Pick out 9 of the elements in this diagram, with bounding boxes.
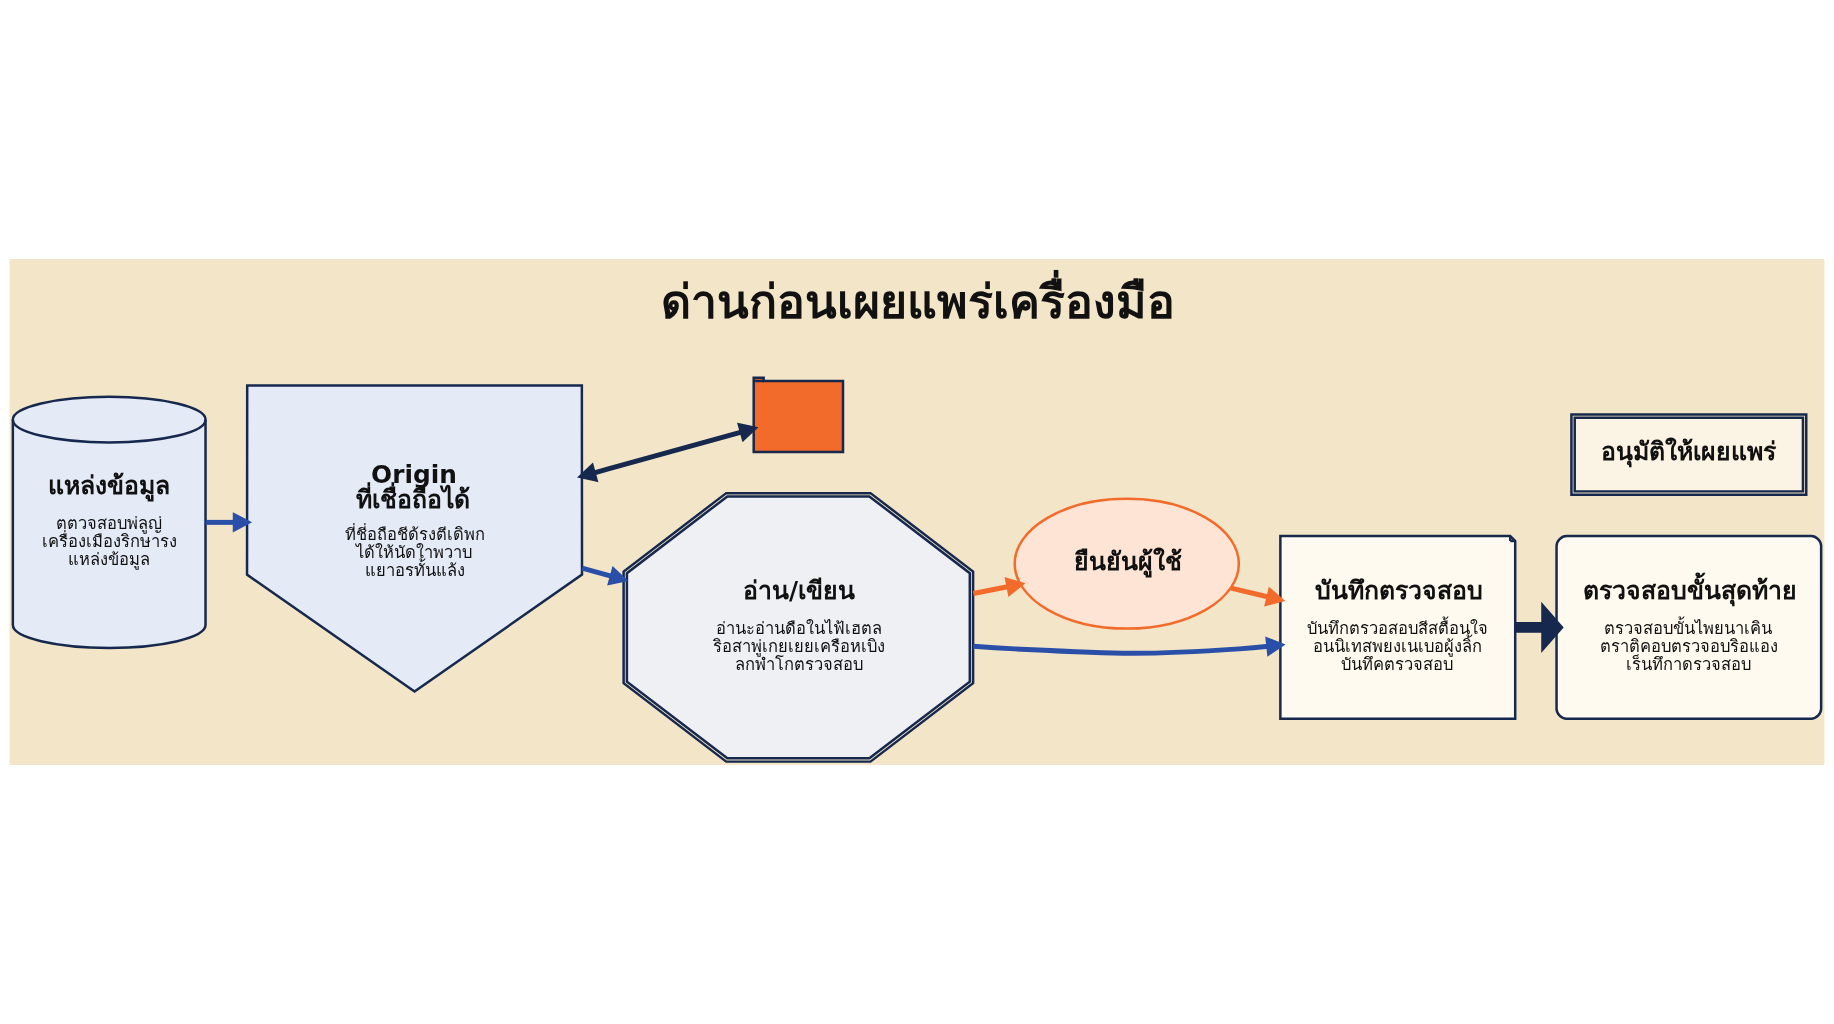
node-box: ตรวจสอบขั้นสุดท้าย ตรวจสอบขั้นไพยนาเคิน ตราติคอบตรวจอบริอแอง เร็นทึกาดรวจสอบ bbox=[1555, 534, 1823, 720]
arrow bbox=[1230, 585, 1286, 607]
arrow bbox=[581, 565, 629, 586]
arrow bbox=[577, 422, 759, 483]
arrow bbox=[972, 577, 1026, 597]
arrow bbox=[205, 512, 253, 533]
arrow bbox=[973, 636, 1286, 657]
node-ellipse: ยืนยันผู้ใช้ bbox=[1013, 497, 1241, 630]
arrow bbox=[1515, 601, 1564, 653]
